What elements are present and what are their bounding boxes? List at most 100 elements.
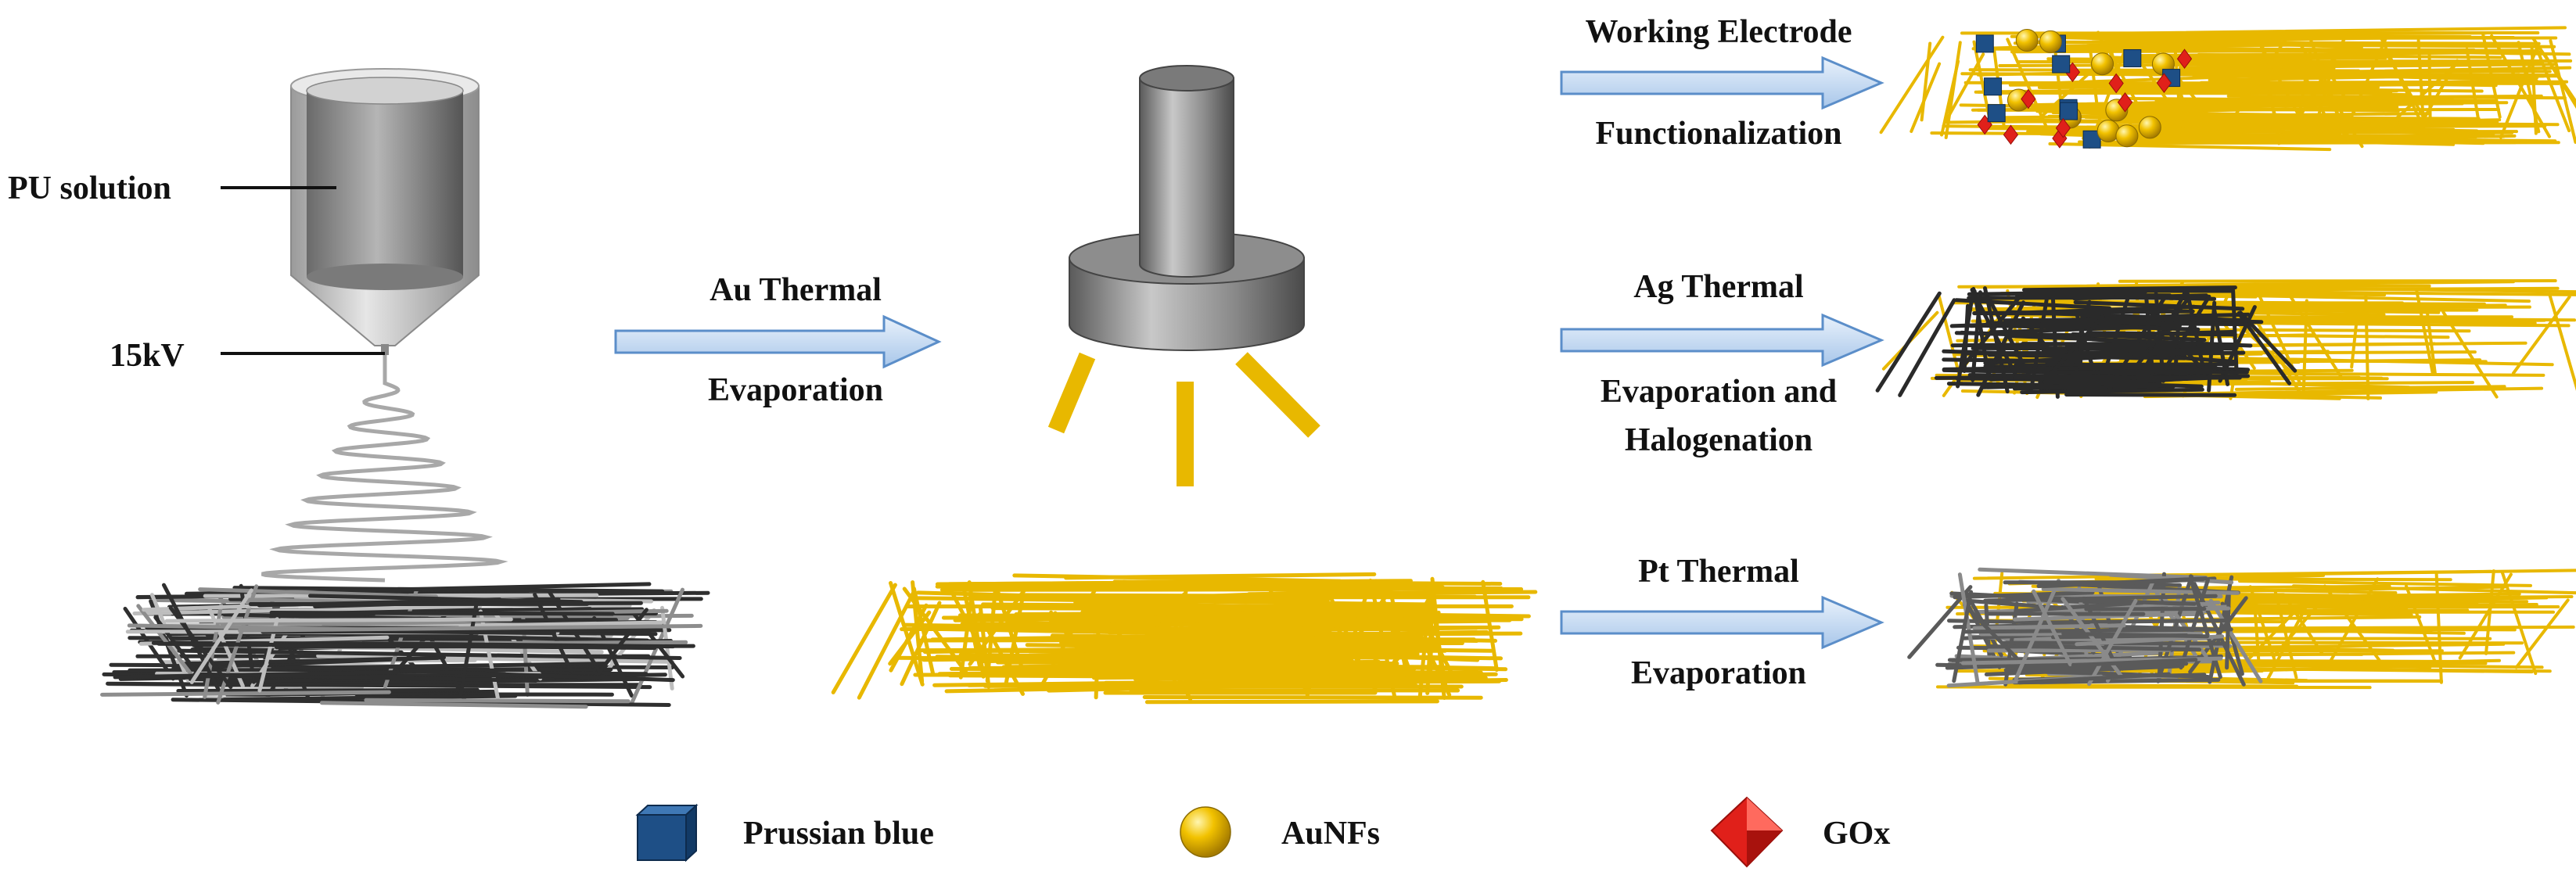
fiber xyxy=(2008,310,2247,323)
fiber xyxy=(940,580,1298,587)
fiber xyxy=(2500,571,2538,676)
fiber xyxy=(900,601,942,687)
aunf-particle xyxy=(2115,124,2139,148)
fiber xyxy=(2017,672,2171,685)
fiber xyxy=(1019,593,1477,599)
fiber xyxy=(1972,289,1991,378)
fiber xyxy=(177,648,682,660)
fiber xyxy=(189,588,253,684)
aunf-particle xyxy=(2039,30,2062,53)
legend: Prussian blue AuNFs GOx xyxy=(635,796,1890,868)
fiber xyxy=(2154,664,2416,675)
fiber xyxy=(1129,687,1460,693)
aunf-particle xyxy=(2091,52,2114,76)
fiber xyxy=(238,623,703,633)
ag-step-line3: Halogenation xyxy=(1625,422,1813,458)
fiber xyxy=(1954,298,2112,310)
fiber xyxy=(1879,35,1945,135)
fiber xyxy=(2260,41,2281,145)
process-arrow xyxy=(614,314,942,369)
fiber xyxy=(1957,572,1980,686)
cube-icon xyxy=(635,803,699,863)
fiber xyxy=(1962,627,2233,634)
fiber xyxy=(2534,45,2571,133)
fiber xyxy=(2222,285,2576,294)
fiber xyxy=(1963,81,2560,85)
fiber xyxy=(1930,131,2506,138)
fiber xyxy=(1303,602,1365,676)
fiber xyxy=(271,662,607,671)
fiber xyxy=(1389,586,1437,669)
fiber xyxy=(2084,607,2207,612)
gox-particle xyxy=(2003,124,2019,145)
fiber xyxy=(889,581,925,687)
we-step-line1: Working Electrode xyxy=(1585,14,1852,50)
fiber xyxy=(1976,108,2500,112)
fiber xyxy=(2512,295,2571,375)
fiber xyxy=(2253,62,2545,69)
fiber xyxy=(2010,34,2515,39)
functionalization-particles xyxy=(1975,29,2193,149)
fiber xyxy=(2032,619,2229,625)
fiber xyxy=(132,604,483,615)
prussian-blue-particle xyxy=(2052,55,2071,74)
fiber xyxy=(2190,47,2480,55)
solution-label: PU solution xyxy=(8,170,171,206)
legend-label-gox: GOx xyxy=(1823,816,1890,852)
fiber xyxy=(1077,669,1483,675)
fiber xyxy=(1945,52,1985,122)
prussian-blue-particle xyxy=(1984,77,2003,96)
fiber xyxy=(399,669,675,683)
fiber xyxy=(2232,289,2576,296)
electrospinning-setup: PU solution 15kV xyxy=(8,68,710,709)
au-step-line1: Au Thermal xyxy=(710,272,882,308)
fiber xyxy=(2386,55,2425,117)
fiber xyxy=(2087,598,2138,687)
fiber xyxy=(595,608,648,677)
fiber xyxy=(1481,579,1499,673)
fiber xyxy=(831,583,897,694)
fiber xyxy=(1014,610,1435,616)
prussian-blue-particle xyxy=(2123,48,2142,67)
gox-particle xyxy=(2156,73,2172,93)
fiber xyxy=(176,687,480,693)
fiber xyxy=(2049,314,2105,376)
ag-step-line1: Ag Thermal xyxy=(1633,269,1803,305)
fiber xyxy=(2006,38,2048,129)
fiber-jet xyxy=(261,355,508,583)
working-electrode-mat xyxy=(1879,26,2576,152)
fiber xyxy=(1910,62,1942,133)
fiber xyxy=(156,641,657,651)
fiber xyxy=(1137,606,1155,689)
au-coated-fiber-mat xyxy=(831,572,1538,705)
fiber xyxy=(916,590,1227,603)
fiber xyxy=(1064,572,1377,580)
fiber xyxy=(2032,589,2072,666)
fiber xyxy=(2194,292,2531,303)
fiber xyxy=(2260,74,2539,78)
fiber xyxy=(269,611,615,616)
fiber xyxy=(2044,669,2211,679)
fiber xyxy=(997,619,1368,630)
ag-step-line2: Evaporation and xyxy=(1601,374,1837,410)
fiber xyxy=(2042,380,2204,389)
vapor-beam xyxy=(1235,352,1320,438)
fiber xyxy=(1388,583,1409,678)
fiber xyxy=(1306,582,1334,696)
gox-particle xyxy=(2021,88,2036,109)
voltage-label: 15kV xyxy=(110,338,185,374)
gox-particle xyxy=(2108,73,2124,94)
process-arrow xyxy=(1560,595,1884,650)
we-step-line2: Functionalization xyxy=(1595,116,1841,152)
fiber xyxy=(1971,290,1982,382)
fiber xyxy=(2029,289,2050,391)
fiber xyxy=(2045,361,2251,372)
fiber xyxy=(354,692,614,697)
fiber xyxy=(2137,569,2492,577)
fiber xyxy=(2030,26,2567,37)
ag-reference-electrode-mat xyxy=(1875,279,2576,400)
vapor-beam xyxy=(1047,352,1096,434)
fiber xyxy=(364,698,631,704)
fiber xyxy=(2548,292,2576,391)
